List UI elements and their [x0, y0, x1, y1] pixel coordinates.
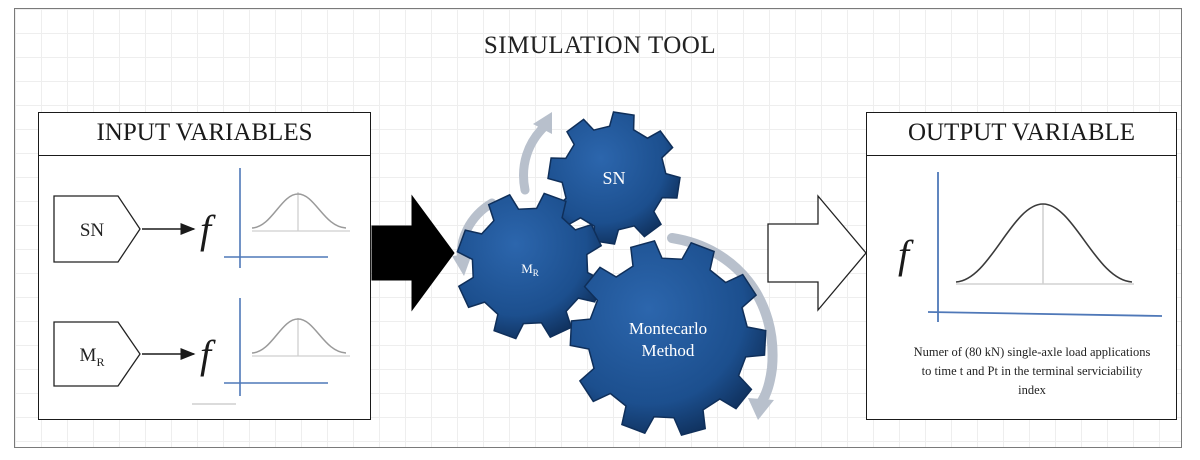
- gear-sn: [547, 111, 681, 245]
- output-axis-horizontal: [927, 311, 1163, 317]
- gears-to-output-arrow: [767, 194, 867, 312]
- refresh-arrow-top: [519, 121, 550, 195]
- sn-label: SN: [80, 220, 105, 241]
- mr-distribution-curve: [251, 318, 347, 354]
- gear-montecarlo-label-line1: Montecarlo: [629, 319, 707, 338]
- mr-pentagon-shape: [53, 321, 141, 387]
- input-row-mr: MR f: [53, 298, 350, 405]
- sn-function-symbol: f: [200, 207, 216, 252]
- refresh-arrow-top-head: [533, 112, 552, 134]
- input-variables-heading: INPUT VARIABLES: [38, 112, 371, 156]
- gears: [456, 111, 767, 436]
- output-function-symbol: f: [898, 232, 914, 277]
- output-variable-panel: [866, 155, 1177, 420]
- gear-montecarlo: [569, 240, 767, 436]
- input-row-sn: SN f: [53, 168, 350, 268]
- mr-label: MR: [80, 345, 105, 369]
- gear-montecarlo-label-line2: Method: [642, 341, 695, 360]
- sn-distribution-curve: [251, 193, 347, 229]
- sn-pentagon-shape: [53, 195, 141, 263]
- refresh-arrow-left-head: [452, 254, 472, 276]
- diagram-title: SIMULATION TOOL: [483, 32, 717, 59]
- output-variable-heading: OUTPUT VARIABLE: [866, 112, 1177, 156]
- input-to-gears-arrow: [371, 194, 455, 312]
- output-chart: f: [898, 172, 1163, 322]
- output-distribution-curve: [955, 203, 1133, 283]
- gear-mr-label: MR: [521, 261, 539, 278]
- refresh-arrow-right-head: [748, 398, 774, 420]
- gear-mr: [456, 192, 604, 340]
- mr-function-symbol: f: [200, 332, 216, 377]
- output-caption: Numer of (80 kN) single-axle load applic…: [913, 345, 1151, 397]
- gear-sn-label: SN: [602, 168, 625, 188]
